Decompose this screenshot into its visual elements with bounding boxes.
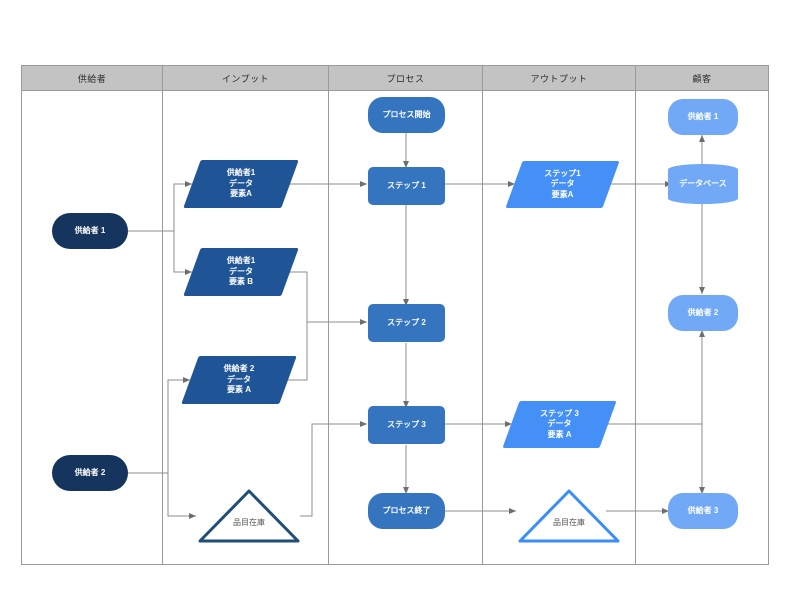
node-input-supplier1-element-b-line3: 要素 B [228, 277, 253, 287]
node-supplier-2-label: 供給者 2 [74, 467, 106, 477]
node-output-item-inventory-label: 品目在庫 [553, 517, 585, 527]
node-customer-database[interactable]: データベース [668, 164, 738, 204]
node-output-step3-element-a-line3: 要素 A [547, 429, 572, 439]
node-step-3-label: ステップ 3 [387, 419, 426, 429]
node-process-end[interactable]: プロセス終了 [368, 493, 445, 529]
lane-header-process: プロセス [329, 66, 483, 90]
node-process-start[interactable]: プロセス開始 [368, 97, 445, 133]
triangle-icon [518, 489, 620, 543]
node-input-supplier2-element-a[interactable]: 供給者 2 データ 要素 A [181, 356, 297, 404]
node-input-supplier1-element-b[interactable]: 供給者1 データ 要素 B [183, 248, 299, 296]
node-customer-1-label: 供給者 1 [687, 111, 719, 121]
node-step-1-label: ステップ 1 [387, 180, 426, 190]
node-customer-database-label: データベース [679, 178, 727, 188]
lane-header-output: アウトプット [483, 66, 636, 90]
node-input-supplier1-element-a-line2: データ [228, 178, 253, 188]
node-step-2-label: ステップ 2 [387, 317, 426, 327]
node-output-item-inventory[interactable]: 品目在庫 [516, 487, 622, 545]
lane-header-supplier: 供給者 [22, 66, 163, 90]
cylinder-shape [668, 164, 738, 204]
lane-header-customer: 顧客 [636, 66, 768, 90]
lane-divider-4 [635, 65, 636, 565]
node-output-step1-element-a-line2: データ [550, 179, 575, 189]
node-customer-3-label: 供給者 3 [687, 505, 719, 515]
lane-header-output-label: アウトプット [530, 73, 588, 84]
node-step-3[interactable]: ステップ 3 [368, 406, 445, 444]
node-input-supplier1-element-a-line3: 要素A [230, 189, 252, 199]
lane-divider-2 [328, 65, 329, 565]
node-supplier-2[interactable]: 供給者 2 [52, 455, 128, 491]
node-input-supplier1-element-b-line1: 供給者1 [226, 256, 256, 266]
lane-divider-3 [482, 65, 483, 565]
lane-header-input-label: インプット [221, 73, 270, 84]
node-output-step3-element-a-line1: ステップ 3 [540, 408, 579, 418]
node-customer-2[interactable]: 供給者 2 [668, 295, 738, 331]
node-output-step1-element-a-line3: 要素A [551, 189, 574, 199]
node-output-step1-element-a[interactable]: ステップ1 データ 要素A [505, 161, 620, 208]
node-step-2[interactable]: ステップ 2 [368, 304, 445, 342]
swimlane-header-row: 供給者 インプット プロセス アウトプット 顧客 [21, 65, 769, 91]
node-input-supplier2-element-a-line1: 供給者 2 [223, 364, 255, 374]
node-input-item-inventory-label: 品目在庫 [233, 517, 265, 527]
node-input-supplier2-element-a-line2: データ [226, 374, 251, 384]
lane-header-input: インプット [163, 66, 329, 90]
node-step-1[interactable]: ステップ 1 [368, 167, 445, 205]
node-process-start-label: プロセス開始 [382, 109, 431, 119]
node-customer-1[interactable]: 供給者 1 [668, 99, 738, 135]
lane-header-process-label: プロセス [386, 73, 425, 84]
node-output-step3-element-a[interactable]: ステップ 3 データ 要素 A [502, 401, 617, 448]
triangle-icon [198, 489, 300, 543]
node-input-supplier2-element-a-line3: 要素 A [226, 385, 251, 395]
lane-header-customer-label: 顧客 [692, 73, 712, 84]
node-supplier-1-label: 供給者 1 [74, 225, 106, 235]
node-output-step3-element-a-line2: データ [547, 419, 572, 429]
node-process-end-label: プロセス終了 [382, 505, 431, 515]
node-input-item-inventory[interactable]: 品目在庫 [196, 487, 302, 545]
node-input-supplier1-element-a-line1: 供給者1 [226, 168, 256, 178]
node-input-supplier1-element-a[interactable]: 供給者1 データ 要素A [183, 160, 299, 208]
node-supplier-1[interactable]: 供給者 1 [52, 213, 128, 249]
node-customer-3[interactable]: 供給者 3 [668, 493, 738, 529]
lane-header-supplier-label: 供給者 [77, 73, 107, 84]
node-output-step1-element-a-line1: ステップ1 [544, 168, 581, 178]
node-customer-2-label: 供給者 2 [687, 307, 719, 317]
node-input-supplier1-element-b-line2: データ [228, 266, 253, 276]
lane-divider-1 [162, 65, 163, 565]
